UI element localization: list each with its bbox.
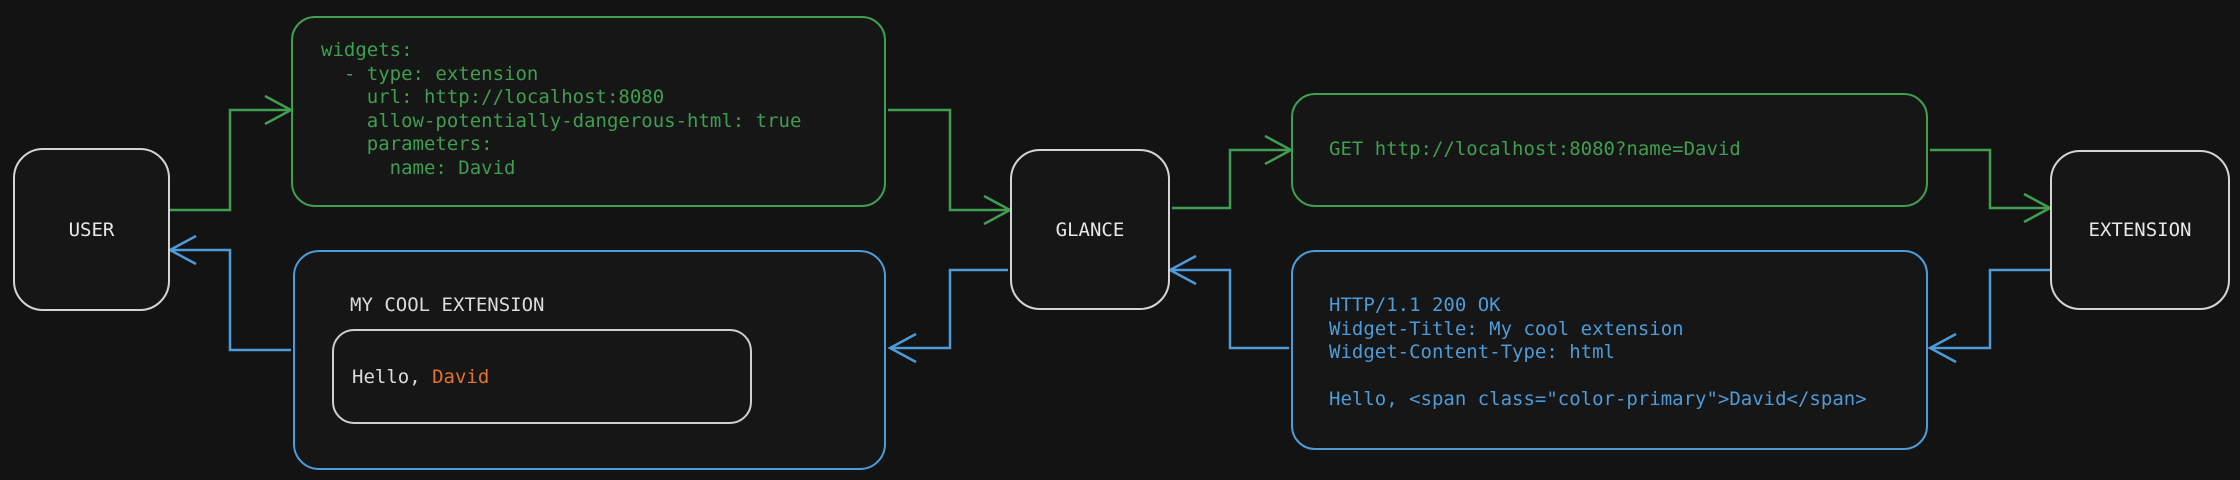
edge-response-to-glance (1167, 254, 1289, 350)
edge-request-to-extension (1930, 148, 2053, 224)
edge-config-to-glance (888, 108, 1013, 226)
widget-title: MY COOL EXTENSION (350, 294, 545, 316)
edge-user-to-config (170, 94, 294, 212)
edge-glance-to-request (1172, 134, 1294, 210)
config-line: name: David (321, 156, 516, 179)
http-response-box: HTTP/1.1 200 OK Widget-Title: My cool ex… (1291, 250, 1928, 450)
response-line: Widget-Title: My cool extension (1329, 317, 1684, 340)
config-line: parameters: (321, 133, 493, 155)
node-extension-label: EXTENSION (2088, 219, 2192, 241)
arrowhead-left-icon (1167, 254, 1197, 286)
response-line (1329, 365, 1926, 389)
config-line: allow-potentially-dangerous-html: true (321, 109, 802, 132)
widget-greeting-box: Hello, David (332, 329, 752, 424)
config-yaml-box: widgets: - type: extension url: http://l… (291, 16, 886, 207)
request-line: GET http://localhost:8080?name=David (1329, 138, 1741, 161)
node-user: USER (13, 148, 170, 311)
config-line: widgets: (321, 39, 413, 61)
config-line: - type: extension (321, 62, 539, 85)
edge-extension-to-response (1927, 268, 2050, 364)
greeting-name: David (432, 365, 490, 388)
edge-glance-to-widget (887, 268, 1008, 364)
edge-widget-to-user (167, 234, 291, 352)
arrowhead-left-icon (887, 332, 917, 364)
node-glance: GLANCE (1010, 149, 1170, 310)
greeting-prefix: Hello, (352, 365, 433, 388)
response-line: Hello, <span class="color-primary">David… (1329, 388, 1867, 410)
http-request-box: GET http://localhost:8080?name=David (1291, 93, 1928, 207)
node-extension: EXTENSION (2050, 150, 2230, 310)
arrowhead-left-icon (167, 234, 197, 266)
node-glance-label: GLANCE (1055, 218, 1125, 241)
node-user-label: USER (68, 218, 115, 241)
arrowhead-left-icon (1927, 332, 1957, 364)
response-line: Widget-Content-Type: html (1329, 341, 1615, 363)
response-line: HTTP/1.1 200 OK (1329, 294, 1501, 316)
rendered-widget-box: MY COOL EXTENSION Hello, David (293, 250, 886, 470)
config-line: url: http://localhost:8080 (321, 86, 665, 108)
